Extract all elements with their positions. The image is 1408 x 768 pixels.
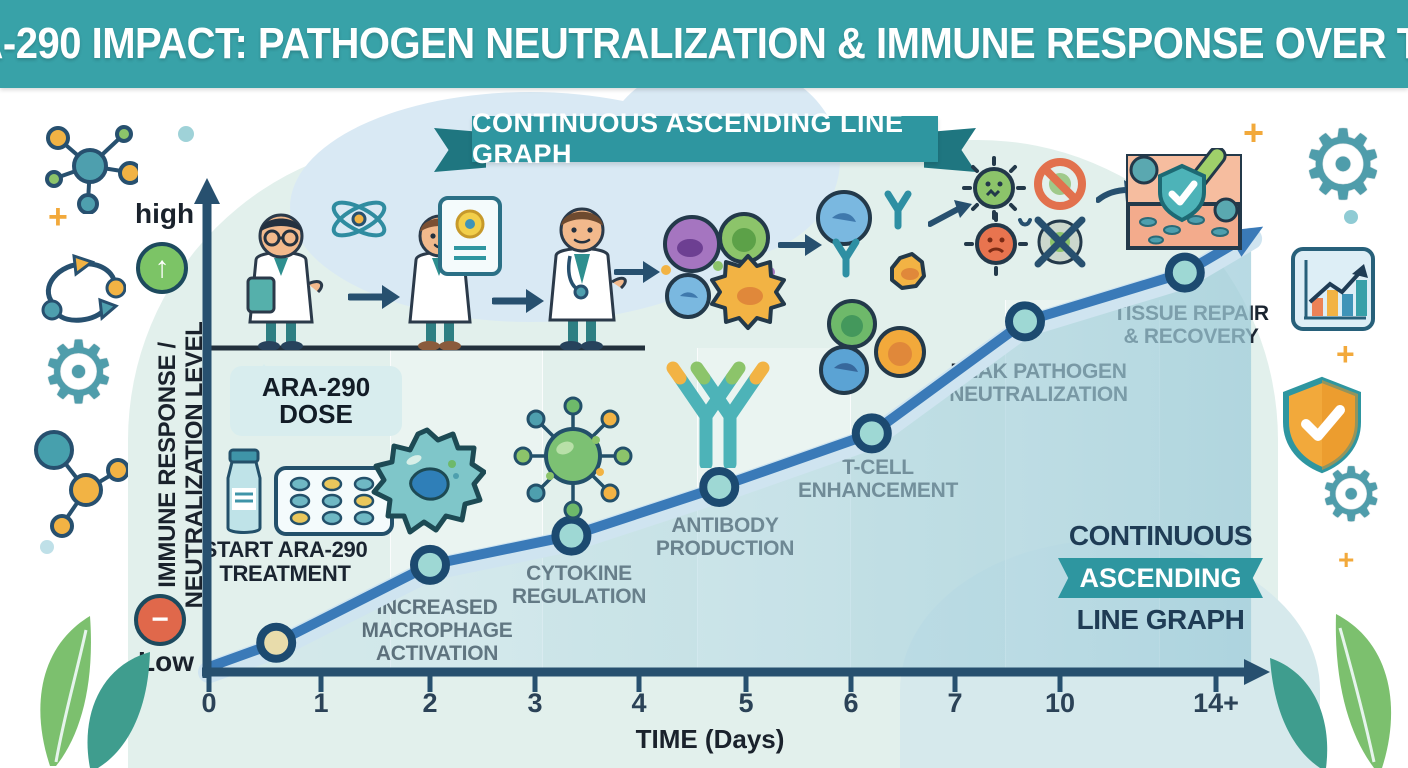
arrow-right-icon	[492, 289, 544, 313]
tissue-repair-icon	[1126, 148, 1242, 250]
chart-icon	[1291, 247, 1375, 331]
vial-icon	[226, 448, 262, 534]
macrophage-icon	[371, 427, 486, 535]
up-arrow-badge: ↑	[136, 242, 188, 294]
x-tick-label-6: 6	[843, 688, 859, 718]
cytokine-cell-icon	[710, 254, 786, 330]
legend-line-1: CONTINUOUS	[1068, 520, 1253, 551]
x-tick-label-7: 7	[947, 688, 963, 718]
arrow-up-right-icon	[928, 200, 972, 227]
plus-icon: +	[48, 198, 68, 236]
decor-dot	[178, 126, 194, 142]
atom-icon	[331, 200, 387, 238]
x-tick-label-2: 2	[422, 688, 438, 718]
x-tick-label-4: 4	[631, 688, 647, 718]
y-axis-high-label: high	[135, 198, 195, 229]
legend-block: CONTINUOUS ASCENDING LINE GRAPH	[1058, 520, 1263, 636]
top-ribbon-label: CONTINUOUS ASCENDING LINE GRAPH	[472, 108, 904, 169]
decor-dot	[40, 540, 54, 554]
cytokine-icon	[513, 396, 633, 520]
legend-ribbon: ASCENDING	[1058, 558, 1263, 598]
molecule-icon	[45, 125, 138, 214]
arrow-right-icon	[614, 261, 660, 283]
virus-neutralization-icon	[962, 156, 1086, 227]
top-ribbon: CONTINUOUS ASCENDING LINE GRAPH	[472, 108, 938, 169]
gear-icon: ⚙	[1300, 112, 1387, 219]
document-icon	[438, 196, 502, 276]
milestone-label-start: START ARA-290 TREATMENT	[202, 537, 368, 587]
minus-badge: −	[134, 594, 186, 646]
x-tick-label-10: 10	[1044, 688, 1076, 718]
arrow-right-icon	[348, 285, 400, 309]
cycle-arrows-icon	[41, 253, 126, 323]
antibody-response-icon	[816, 190, 926, 395]
legend-line-3: LINE GRAPH	[1076, 604, 1245, 635]
gear-icon: ⚙	[40, 325, 118, 421]
plus-icon: +	[1336, 336, 1355, 372]
arrow-right-icon	[778, 234, 822, 256]
x-tick-label-3: 3	[527, 688, 543, 718]
antibody-icon	[666, 361, 770, 468]
doctor-3	[548, 207, 627, 350]
virus-destroyed-icon	[964, 212, 1086, 276]
minus-icon: −	[151, 603, 169, 636]
page-title: ARA-290 IMPACT: PATHOGEN NEUTRALIZATION …	[0, 19, 1408, 68]
up-arrow-icon: ↑	[154, 251, 170, 284]
x-tick-label-14+: 14+	[1193, 688, 1239, 718]
shield-check-icon	[1283, 376, 1361, 474]
dose-callout: ARA-290 DOSE	[230, 364, 402, 436]
x-tick-label-5: 5	[738, 688, 754, 718]
doctor-1	[246, 213, 324, 350]
x-axis-title: TIME (Days)	[635, 724, 785, 754]
immune-cells-icon	[661, 212, 775, 319]
x-tick-label-1: 1	[313, 688, 329, 718]
header-banner: ARA-290 IMPACT: PATHOGEN NEUTRALIZATION …	[0, 0, 1408, 88]
leaf-decoration	[40, 616, 150, 768]
leaf-decoration	[1270, 614, 1392, 768]
plus-icon: +	[1338, 544, 1355, 575]
plus-icon: +	[1243, 112, 1265, 153]
x-tick-label-0: 0	[201, 688, 217, 718]
decor-dot	[1344, 210, 1358, 224]
pill-pack-icon	[274, 466, 394, 536]
molecule-icon	[34, 430, 128, 538]
